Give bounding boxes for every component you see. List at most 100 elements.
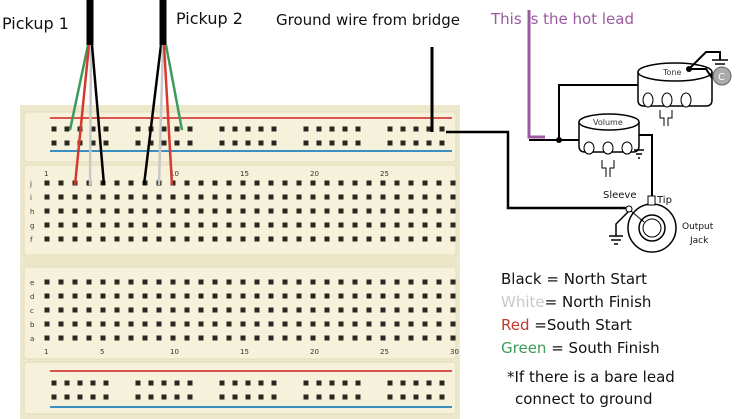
terminal-hole xyxy=(156,307,162,313)
terminal-hole xyxy=(310,335,316,341)
legend-meaning-green: South Finish xyxy=(568,339,660,357)
rail-hole xyxy=(426,380,432,386)
terminal-hole xyxy=(240,236,246,242)
rail-hole xyxy=(355,140,361,146)
terminal-hole xyxy=(198,279,204,285)
terminal-hole xyxy=(296,222,302,228)
rail-hole xyxy=(245,380,251,386)
terminal-hole xyxy=(114,194,120,200)
legend-meaning-black: North Start xyxy=(563,270,648,288)
terminal-hole xyxy=(156,321,162,327)
terminal-hole xyxy=(422,236,428,242)
rail-hole xyxy=(148,394,154,400)
col-num-10-bottom: 10 xyxy=(170,348,179,356)
rail-hole xyxy=(103,140,109,146)
terminal-hole xyxy=(240,293,246,299)
terminal-hole xyxy=(44,321,50,327)
terminal-hole xyxy=(282,236,288,242)
terminal-hole xyxy=(226,236,232,242)
col-num-10-top: 10 xyxy=(170,170,179,178)
rail-hole xyxy=(103,394,109,400)
terminal-hole xyxy=(268,293,274,299)
terminal-hole xyxy=(170,279,176,285)
terminal-hole xyxy=(338,236,344,242)
volume-pot: Volume xyxy=(578,113,644,177)
terminal-hole xyxy=(44,335,50,341)
terminal-hole xyxy=(282,321,288,327)
rail-hole xyxy=(426,394,432,400)
terminal-hole xyxy=(324,307,330,313)
terminal-hole xyxy=(212,208,218,214)
terminal-hole xyxy=(86,222,92,228)
terminal-hole xyxy=(282,180,288,186)
row-label-b: b xyxy=(30,321,35,329)
terminal-hole xyxy=(198,208,204,214)
row-label-j: j xyxy=(29,180,32,188)
rail-hole xyxy=(413,394,419,400)
terminal-hole xyxy=(184,194,190,200)
rail-hole xyxy=(271,394,277,400)
output-jack-label-1: Output xyxy=(682,222,714,232)
terminal-hole xyxy=(268,335,274,341)
rail-hole xyxy=(174,394,180,400)
terminal-hole xyxy=(86,307,92,313)
rail-hole xyxy=(258,140,264,146)
tone-lug-1 xyxy=(642,92,654,108)
rail-hole xyxy=(232,394,238,400)
terminal-hole xyxy=(408,180,414,186)
terminal-hole xyxy=(394,208,400,214)
terminal-hole xyxy=(268,321,274,327)
terminal-hole xyxy=(156,335,162,341)
pickup-1-white-wire xyxy=(88,44,93,186)
terminal-hole xyxy=(366,222,372,228)
hot-lead-wire xyxy=(527,10,545,139)
legend-meaning-white: North Finish xyxy=(561,293,652,311)
terminal-hole xyxy=(226,279,232,285)
legend-color-black: Black xyxy=(501,270,542,288)
rail-hole xyxy=(103,126,109,132)
jack-sleeve-lug xyxy=(625,205,633,213)
rail-hole xyxy=(219,380,225,386)
terminal-hole xyxy=(226,208,232,214)
terminal-hole xyxy=(268,236,274,242)
terminal-hole xyxy=(226,180,232,186)
terminal-hole xyxy=(58,307,64,313)
terminal-hole xyxy=(170,293,176,299)
rail-hole xyxy=(258,126,264,132)
rail-hole xyxy=(329,126,335,132)
rail-hole xyxy=(232,140,238,146)
rail-hole xyxy=(77,380,83,386)
pickup-2-black-wire xyxy=(142,44,163,186)
terminal-hole xyxy=(72,335,78,341)
row-label-e: e xyxy=(30,279,34,287)
col-num-20-bottom: 20 xyxy=(310,348,319,356)
terminal-hole xyxy=(198,335,204,341)
terminal-hole xyxy=(212,335,218,341)
terminal-hole xyxy=(324,321,330,327)
bare-lead-note: *If there is a bare lead connect to grou… xyxy=(507,366,675,410)
terminal-hole xyxy=(128,208,134,214)
terminal-hole xyxy=(86,335,92,341)
terminal-hole xyxy=(240,222,246,228)
terminal-hole xyxy=(352,222,358,228)
terminal-hole xyxy=(44,208,50,214)
capacitor xyxy=(712,66,732,86)
terminal-hole xyxy=(44,293,50,299)
terminal-hole xyxy=(450,180,456,186)
terminal-hole xyxy=(352,194,358,200)
terminal-hole xyxy=(100,236,106,242)
jack-sleeve-arm xyxy=(630,210,645,223)
terminal-hole xyxy=(310,307,316,313)
terminal-hole xyxy=(268,180,274,186)
terminal-hole xyxy=(408,293,414,299)
terminal-hole xyxy=(240,279,246,285)
col-num-15-top: 15 xyxy=(240,170,249,178)
terminal-hole xyxy=(338,194,344,200)
terminal-hole xyxy=(240,194,246,200)
terminal-hole xyxy=(450,293,456,299)
terminal-hole xyxy=(408,208,414,214)
rail-hole xyxy=(342,380,348,386)
terminal-hole xyxy=(72,208,78,214)
terminal-hole xyxy=(156,236,162,242)
